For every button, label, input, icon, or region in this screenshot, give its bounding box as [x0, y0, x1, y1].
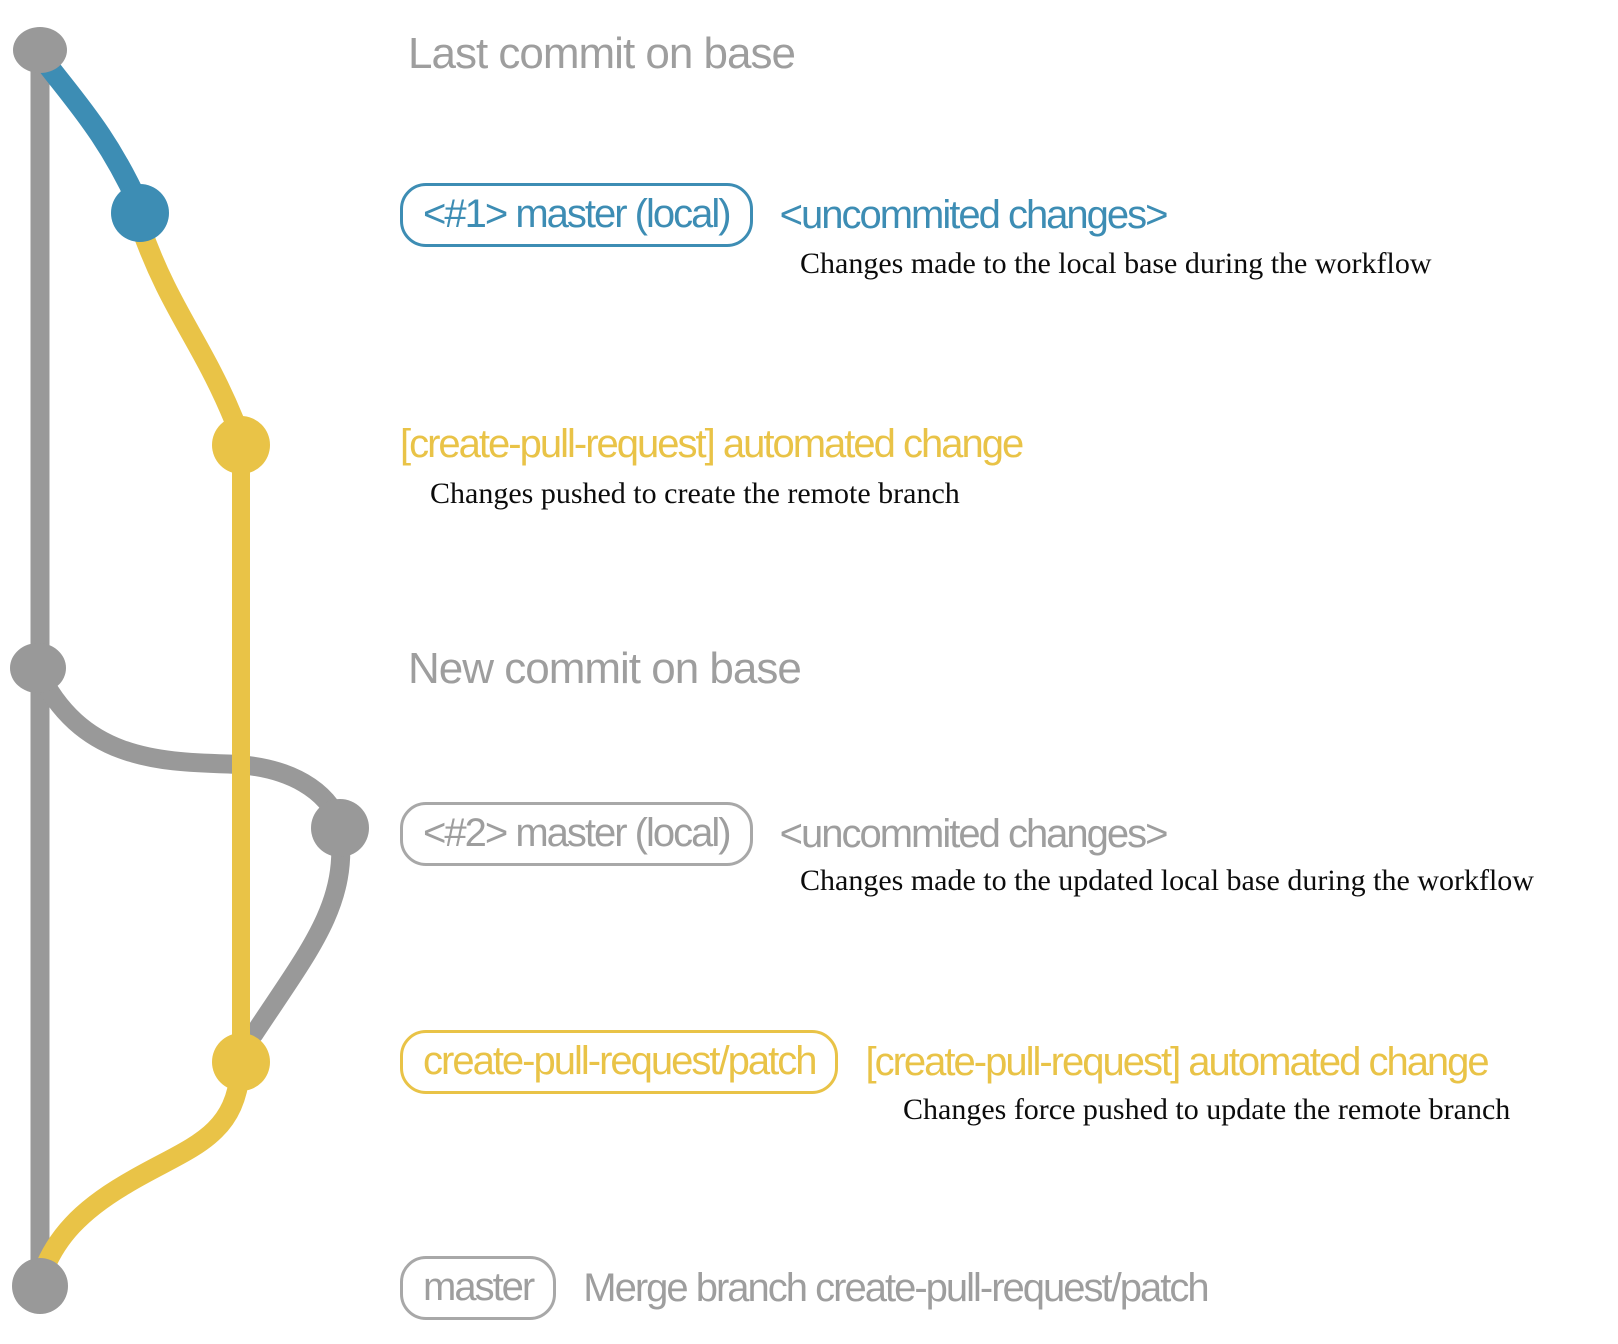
patch-branch-curve	[131, 218, 244, 430]
commit-row-local-1: <#1> master (local) <uncommited changes>	[400, 183, 1169, 247]
branch-badge-master-local-2: <#2> master (local)	[400, 802, 753, 866]
annotation-local-1: Changes made to the local base during th…	[800, 247, 1432, 280]
commit-message-automated-2: [create-pull-request] automated change	[865, 1040, 1489, 1084]
base-update-curve	[28, 660, 350, 834]
commit-row-patch-1: [create-pull-request] automated change	[400, 422, 1024, 466]
commit-message-merge: Merge branch create-pull-request/patch	[583, 1266, 1209, 1310]
rebase-curve	[244, 824, 351, 1044]
commit-node-last-base	[13, 27, 67, 73]
merge-curve	[33, 1062, 250, 1282]
commit-row-merge: master Merge branch create-pull-request/…	[400, 1256, 1210, 1320]
commit-node-patch-2	[212, 1033, 270, 1091]
commit-message-automated-1: [create-pull-request] automated change	[400, 422, 1024, 466]
branch-badge-master: master	[400, 1256, 557, 1320]
local-branch-curve	[29, 44, 150, 216]
row-title-last-commit: Last commit on base	[408, 29, 796, 78]
commit-message-uncommitted-1: <uncommited changes>	[779, 193, 1169, 237]
commit-node-new-base	[10, 643, 66, 693]
branch-badge-master-local-1: <#1> master (local)	[400, 183, 753, 247]
annotation-patch-1: Changes pushed to create the remote bran…	[430, 477, 960, 510]
branch-badge-patch: create-pull-request/patch	[400, 1030, 839, 1094]
commit-row-local-2: <#2> master (local) <uncommited changes>	[400, 802, 1169, 866]
commit-node-patch-1	[212, 416, 270, 474]
commit-node-merge	[12, 1258, 68, 1314]
annotation-local-2: Changes made to the updated local base d…	[800, 864, 1534, 897]
commit-message-uncommitted-2: <uncommited changes>	[779, 812, 1169, 856]
commit-node-local-2	[311, 799, 369, 857]
annotation-patch-2: Changes force pushed to update the remot…	[903, 1093, 1511, 1126]
commit-node-local-1	[111, 184, 169, 242]
row-title-new-commit: New commit on base	[408, 644, 802, 693]
commit-row-patch-2: create-pull-request/patch [create-pull-r…	[400, 1030, 1490, 1094]
